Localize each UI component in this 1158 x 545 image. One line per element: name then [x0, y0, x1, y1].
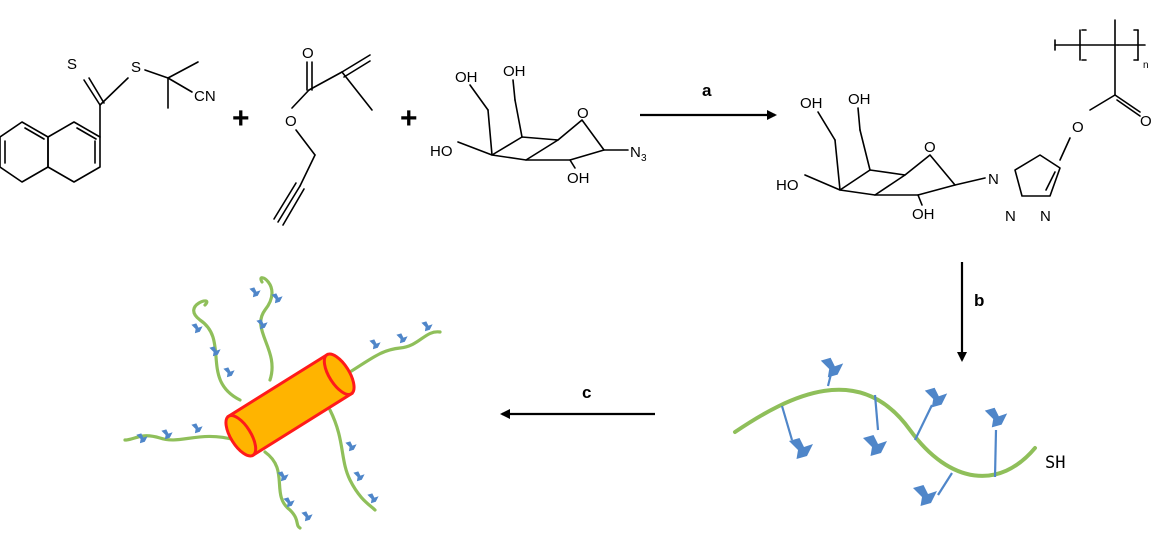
triazole-n3: N [1040, 208, 1051, 225]
galactose-oh-2: OH [503, 63, 526, 80]
galactose-oh-1: OH [455, 69, 478, 86]
thiol-end-group: SH [1045, 453, 1065, 473]
step-label-b: b [974, 291, 984, 310]
azide-label: N [630, 144, 641, 161]
sugar-unit-4 [924, 387, 948, 408]
thioether-sulfur-label: S [131, 59, 141, 76]
raft-agent-structure: S S CN [0, 56, 216, 183]
sugar-unit-2 [820, 357, 844, 378]
galactose-oh-3: OH [567, 170, 590, 187]
product-oh-2: OH [848, 91, 871, 108]
triazole-n2: N [1005, 208, 1016, 225]
galactose-ring-oxygen: O [577, 105, 589, 122]
gold-nanorod [224, 352, 356, 458]
arm-3 [343, 330, 442, 377]
sugar-unit-5 [913, 485, 937, 506]
product-ring-oxygen: O [924, 139, 936, 156]
galactose-ho-label: HO [430, 143, 453, 160]
reaction-arrow-c: c [500, 383, 655, 419]
plus-sign-2: + [400, 102, 418, 135]
product-carbonyl-oxygen: O [1140, 113, 1152, 130]
step-label-c: c [582, 383, 591, 402]
glycopolymer-cartoon: SH [733, 357, 1065, 506]
glycopolymer-structure: n O O N N N OH OH O HO OH [776, 19, 1152, 225]
arm-4 [123, 434, 237, 442]
galactosyl-azide-structure: OH OH O HO OH N 3 [430, 63, 647, 187]
step-label-a: a [702, 81, 712, 100]
cyano-label: CN [194, 88, 216, 105]
nanorod-conjugate [123, 276, 442, 530]
carbonyl-oxygen-label: O [302, 45, 314, 62]
product-ho-label: HO [776, 177, 799, 194]
arm-5 [263, 450, 302, 530]
product-oh-3: OH [912, 206, 935, 223]
arm-6 [328, 408, 377, 512]
plus-sign-1: + [232, 102, 250, 135]
arm-2 [259, 276, 274, 382]
sugar-unit-3 [863, 435, 887, 456]
propargyl-methacrylate-structure: O O [273, 45, 373, 226]
arm-1 [192, 299, 242, 402]
sugar-unit-1 [789, 438, 813, 459]
product-ester-oxygen: O [1072, 119, 1084, 136]
reaction-arrow-a: a [640, 81, 777, 120]
repeat-unit-n: n [1143, 60, 1149, 71]
ester-oxygen-label: O [285, 113, 297, 130]
thione-sulfur-label: S [67, 56, 77, 73]
product-oh-1: OH [800, 95, 823, 112]
sugar-unit-6 [984, 407, 1008, 428]
triazole-n1: N [988, 171, 999, 188]
reaction-arrow-b: b [957, 262, 984, 362]
azide-subscript: 3 [641, 153, 647, 164]
polymer-chain [733, 387, 1037, 478]
